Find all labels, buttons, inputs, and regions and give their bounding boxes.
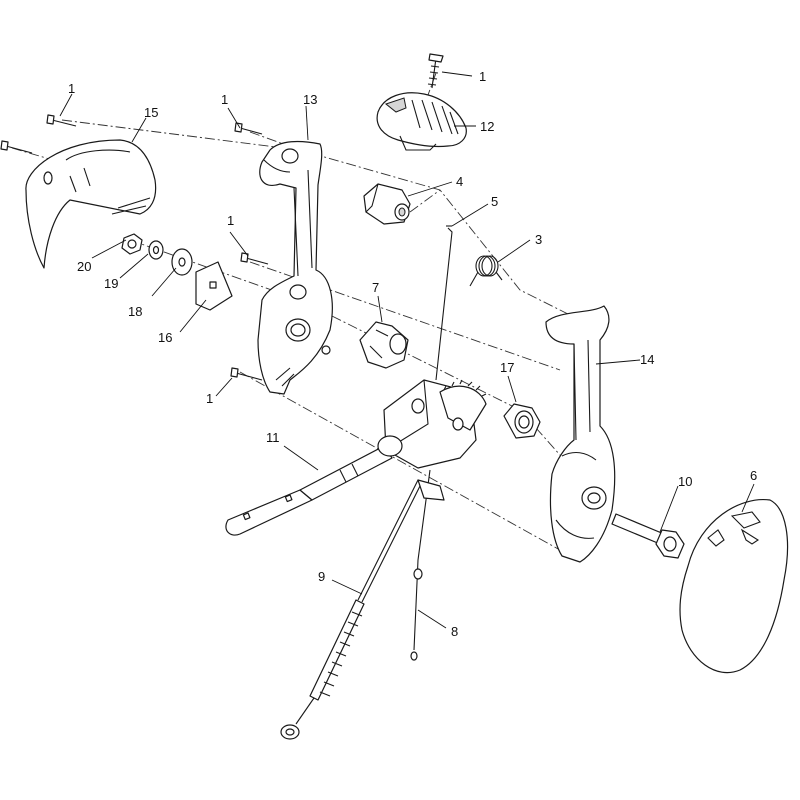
callout-1-mid: 1 bbox=[227, 213, 234, 228]
callout-19: 19 bbox=[104, 276, 118, 291]
left-lever bbox=[257, 140, 333, 395]
left-cover bbox=[25, 139, 157, 269]
pivot-bushing bbox=[359, 321, 409, 369]
callout-4: 4 bbox=[456, 174, 463, 189]
shoulder-bolt bbox=[611, 513, 685, 559]
callout-3: 3 bbox=[535, 232, 542, 247]
callout-5: 5 bbox=[491, 194, 498, 209]
torsion-spring bbox=[469, 255, 503, 287]
large-washer bbox=[171, 248, 193, 276]
callout-20: 20 bbox=[77, 259, 91, 274]
callout-1-top: 1 bbox=[479, 69, 486, 84]
screw-upper-left bbox=[46, 114, 77, 127]
callout-8: 8 bbox=[451, 624, 458, 639]
callout-15: 15 bbox=[144, 105, 158, 120]
callout-1-left: 1 bbox=[68, 81, 75, 96]
callout-14: 14 bbox=[640, 352, 654, 367]
screw-lever-top bbox=[234, 122, 263, 135]
callout-10: 10 bbox=[678, 474, 692, 489]
callout-12: 12 bbox=[480, 119, 494, 134]
callout-1-low: 1 bbox=[206, 391, 213, 406]
friction-pad bbox=[195, 261, 233, 311]
screw-lever-low bbox=[230, 367, 263, 381]
screw-top bbox=[427, 53, 444, 89]
callout-9: 9 bbox=[318, 569, 325, 584]
callout-11: 11 bbox=[266, 430, 280, 445]
callout-6: 6 bbox=[750, 468, 757, 483]
lever-knob bbox=[376, 92, 467, 151]
knob-bracket bbox=[363, 183, 411, 225]
callout-labels: 1 12 4 5 3 13 1 15 1 20 19 18 16 1 7 1 1… bbox=[68, 69, 757, 639]
lower-cable bbox=[280, 479, 423, 740]
callout-13: 13 bbox=[303, 92, 317, 107]
right-bushing bbox=[503, 403, 541, 439]
callout-1-upper: 1 bbox=[221, 92, 228, 107]
screw-lever-mid bbox=[240, 252, 269, 265]
nut bbox=[121, 233, 143, 255]
pivot-bracket bbox=[383, 379, 487, 469]
shift-rod bbox=[225, 435, 403, 536]
callout-18: 18 bbox=[128, 304, 142, 319]
upper-cable bbox=[410, 469, 445, 661]
control-rod bbox=[435, 225, 453, 381]
right-lever bbox=[545, 305, 616, 563]
screw-far-left bbox=[0, 140, 33, 154]
callout-17: 17 bbox=[500, 360, 514, 375]
right-cover bbox=[679, 498, 789, 674]
callout-7: 7 bbox=[372, 280, 379, 295]
small-washer bbox=[148, 240, 164, 260]
leader-lines bbox=[59, 71, 755, 629]
callout-16: 16 bbox=[158, 330, 172, 345]
